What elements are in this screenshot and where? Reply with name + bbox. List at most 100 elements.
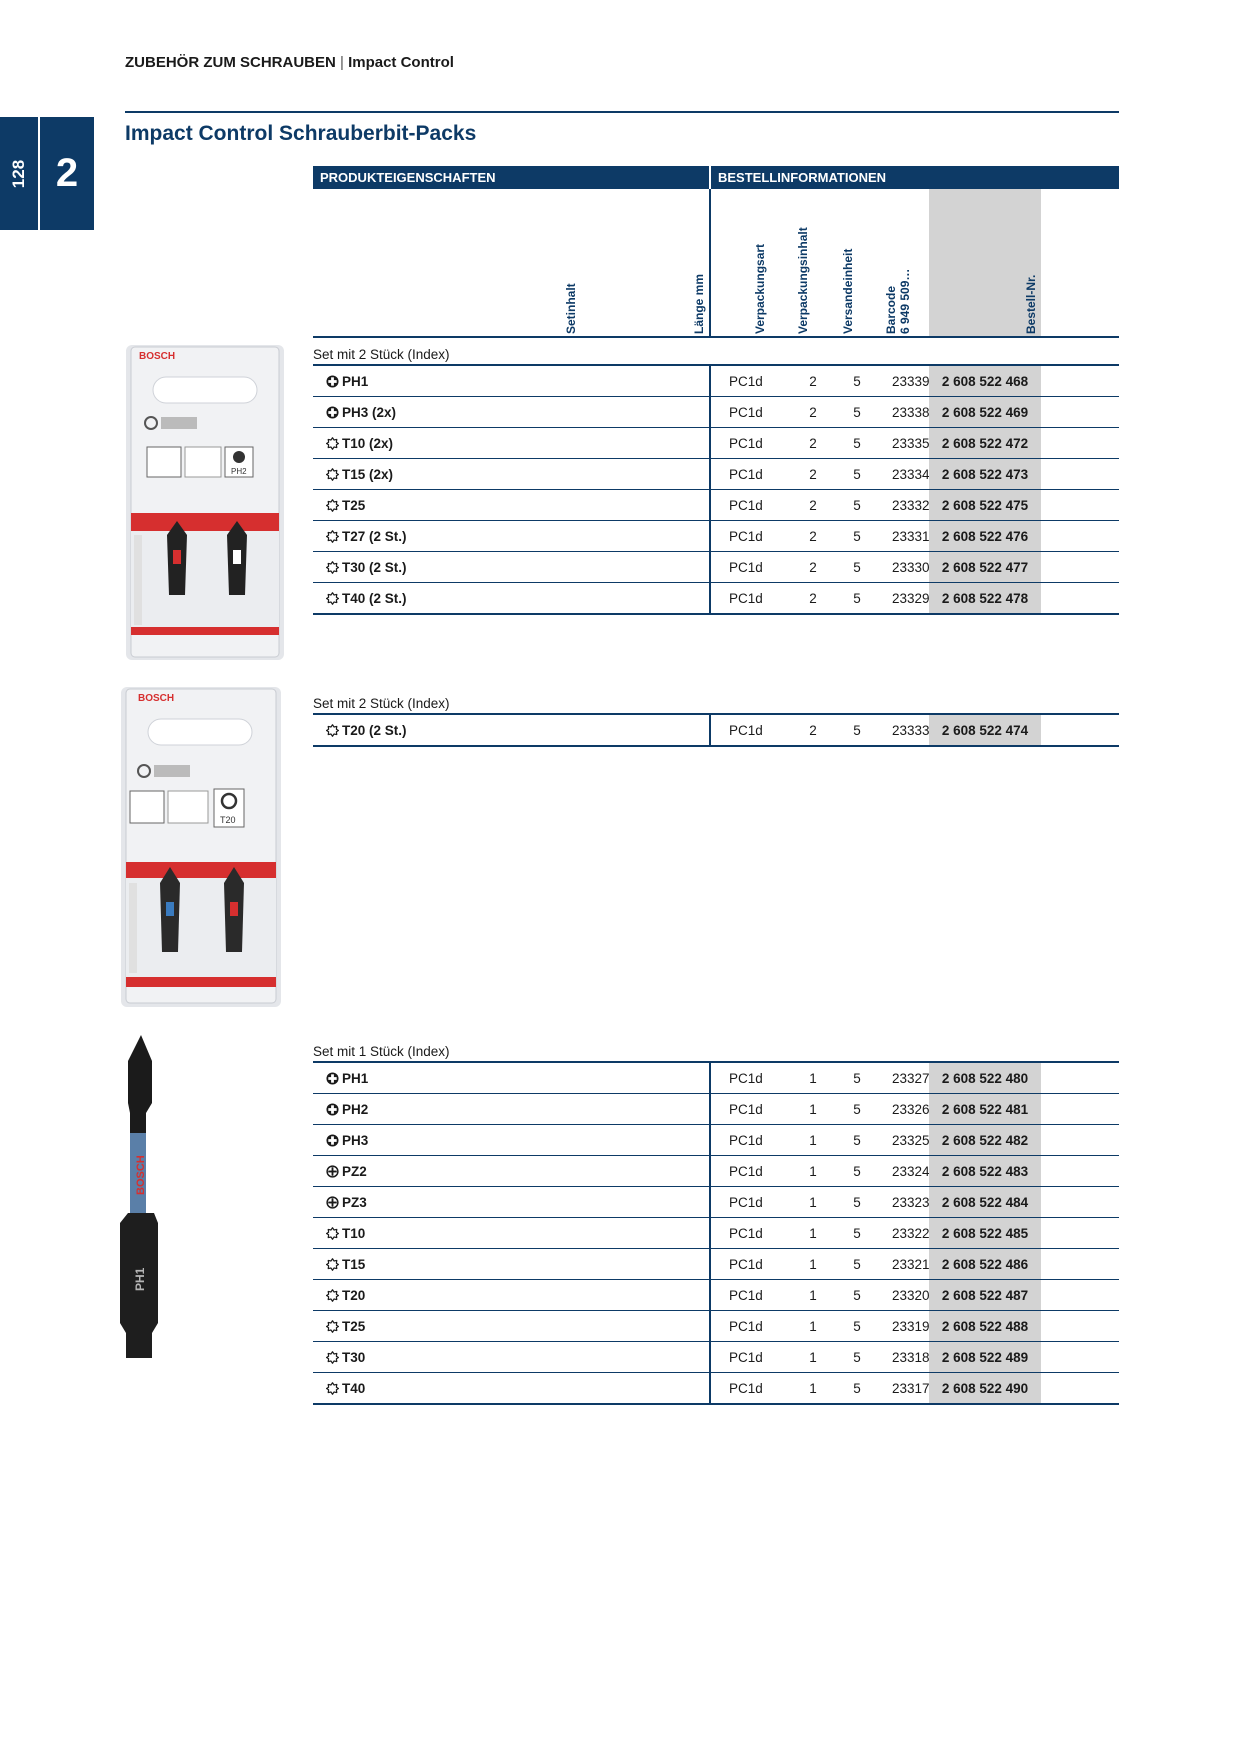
order-number-cell: 2 608 522 490 (929, 1373, 1041, 1403)
shipping-unit-cell: 5 (853, 404, 861, 420)
shipping-unit-cell: 5 (853, 1070, 861, 1086)
pack-type-cell: PC1d (729, 1194, 763, 1210)
order-number-cell: 2 608 522 473 (929, 459, 1041, 489)
product-photo-blister-ph2: BOSCH PH2 (125, 345, 285, 660)
group-divider (709, 1125, 711, 1155)
barcode-cell: 233295 (891, 590, 937, 606)
tab-divider (38, 117, 40, 230)
bit-name-cell: PH3 (2x) (326, 397, 396, 427)
shipping-unit-cell: 5 (853, 1318, 861, 1334)
phillips-icon (326, 374, 339, 388)
shipping-unit-cell: 5 (853, 1225, 861, 1241)
table-row: T30 (2 St.)25PC1d252333012 608 522 477 (313, 552, 1119, 583)
table-row: PH150PC1d152332712 608 522 480 (313, 1063, 1119, 1094)
bit-name: PZ2 (342, 1163, 367, 1179)
product-photo-blister-t20: BOSCH T20 (120, 687, 282, 1007)
barcode-cell: 233387 (891, 404, 937, 420)
pozidriv-icon (326, 1195, 339, 1209)
shipping-unit-cell: 5 (853, 373, 861, 389)
bit-name: PH1 (342, 1070, 369, 1086)
section-rule (313, 364, 1119, 366)
torx-icon (326, 1350, 339, 1364)
bit-name-cell: PZ3 (326, 1187, 367, 1217)
bit-name: PZ3 (342, 1194, 367, 1210)
bit-name: T30 (2 St.) (342, 559, 407, 575)
barcode-cell: 233196 (891, 1318, 937, 1334)
bit-name: PH3 (342, 1132, 369, 1148)
group-divider (709, 521, 711, 551)
pack-type-cell: PC1d (729, 373, 763, 389)
shipping-unit-cell: 5 (853, 559, 861, 575)
order-number-cell: 2 608 522 488 (929, 1311, 1041, 1341)
shipping-unit-cell: 5 (853, 466, 861, 482)
torx-icon (326, 723, 339, 737)
pack-type-cell: PC1d (729, 1349, 763, 1365)
product-section: Set mit 2 Stück (Index)T20 (2 St.)25PC1d… (313, 694, 1119, 747)
table-row: T2550PC1d152331962 608 522 488 (313, 1311, 1119, 1342)
barcode-cell: 233202 (891, 1287, 937, 1303)
table-row: PH250PC1d152332642 608 522 481 (313, 1094, 1119, 1125)
group-divider (709, 1280, 711, 1310)
group-divider (709, 1373, 711, 1403)
group-divider (709, 397, 711, 427)
group-divider (709, 1187, 711, 1217)
shipping-unit-cell: 5 (853, 1101, 861, 1117)
pack-type-cell: PC1d (729, 1380, 763, 1396)
bit-name: T30 (342, 1349, 366, 1365)
pack2-type: T20 (220, 815, 236, 825)
col-laenge: Länge mm (692, 273, 706, 334)
bit-name: T40 (342, 1380, 366, 1396)
pack-content-cell: 2 (809, 590, 817, 606)
shipping-unit-cell: 5 (853, 1287, 861, 1303)
order-number-cell: 2 608 522 468 (929, 366, 1041, 396)
pack-type-cell: PC1d (729, 1256, 763, 1272)
table-row: T3050PC1d152331892 608 522 489 (313, 1342, 1119, 1373)
bit-name: PH1 (342, 373, 369, 389)
bit-name-cell: T30 (326, 1342, 365, 1372)
group-divider (709, 1156, 711, 1186)
bit-name-cell: PH3 (326, 1125, 368, 1155)
pack-type-cell: PC1d (729, 1225, 763, 1241)
breadcrumb-separator: | (340, 54, 344, 71)
bit-name: PH3 (2x) (342, 404, 397, 420)
product-section: Set mit 1 Stück (Index)PH150PC1d15233271… (313, 1042, 1119, 1405)
torx-icon (326, 1257, 339, 1271)
bit-name-cell: PZ2 (326, 1156, 367, 1186)
barcode-cell: 233240 (891, 1163, 937, 1179)
pack-content-cell: 2 (809, 559, 817, 575)
pack-type-cell: PC1d (729, 435, 763, 451)
header-bottom-rule (313, 336, 1119, 338)
barcode-cell: 233325 (891, 497, 937, 513)
table-row: PZ350PC1d152332332 608 522 484 (313, 1187, 1119, 1218)
order-number-cell: 2 608 522 483 (929, 1156, 1041, 1186)
bit-name: T27 (2 St.) (342, 528, 407, 544)
shipping-unit-cell: 5 (853, 1194, 861, 1210)
page-number: 128 (9, 159, 28, 188)
bit-name-cell: T25 (326, 490, 365, 520)
phillips-icon (326, 1102, 339, 1116)
pack-content-cell: 2 (809, 528, 817, 544)
bit-name: T10 (342, 1225, 366, 1241)
order-number-cell: 2 608 522 477 (929, 552, 1041, 582)
shipping-unit-cell: 5 (853, 1132, 861, 1148)
bit-name: T20 (342, 1287, 366, 1303)
bit-name: PH2 (342, 1101, 369, 1117)
bit-name-cell: T10 (2x) (326, 428, 393, 458)
col-verpackungsinhalt: Verpackungsinhalt (796, 227, 810, 334)
breadcrumb: ZUBEHÖR ZUM SCHRAUBEN | Impact Control (125, 54, 454, 71)
pack2-brand: BOSCH (138, 693, 174, 704)
bit-name-cell: T40 (326, 1373, 365, 1403)
pack-content-cell: 2 (809, 497, 817, 513)
bit-name: T25 (342, 1318, 366, 1334)
bit-name-cell: T15 (326, 1249, 365, 1279)
barcode-cell: 233233 (891, 1194, 937, 1210)
pack-content-cell: 2 (809, 373, 817, 389)
shipping-unit-cell: 5 (853, 722, 861, 738)
shipping-unit-cell: 5 (853, 1256, 861, 1272)
shipping-unit-cell: 5 (853, 1380, 861, 1396)
phillips-icon (326, 1071, 339, 1085)
table-row: T4050PC1d152331722 608 522 490 (313, 1373, 1119, 1405)
pack-type-cell: PC1d (729, 590, 763, 606)
bit-name: T10 (2x) (342, 435, 394, 451)
order-number-cell: 2 608 522 487 (929, 1280, 1041, 1310)
